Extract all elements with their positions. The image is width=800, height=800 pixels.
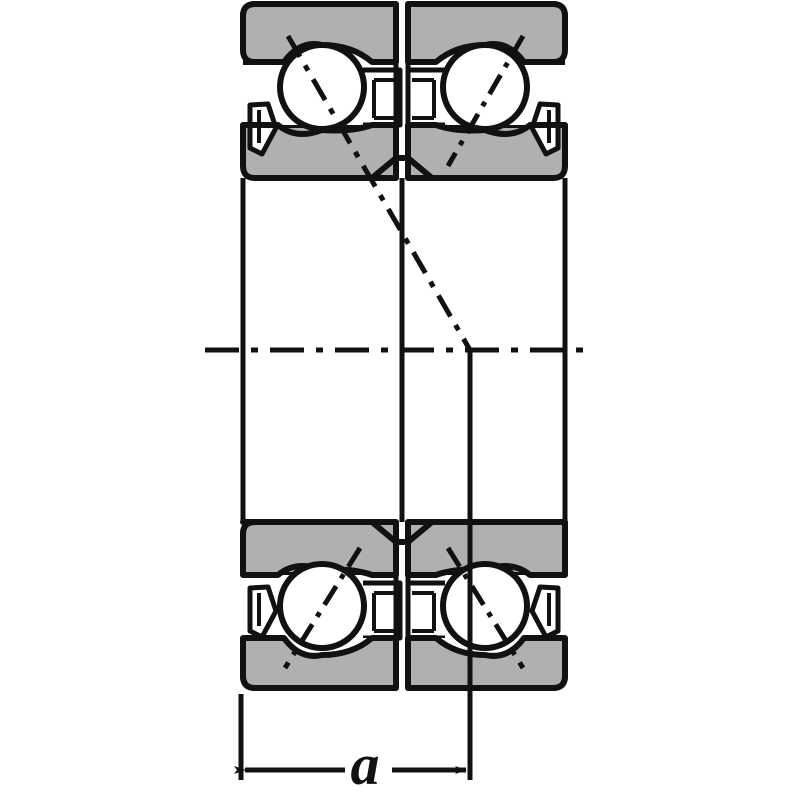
upper-inner-ring-notch: [370, 155, 434, 181]
upper-left-cage-outer: [247, 101, 279, 157]
upper-outer-left-edge: [240, 1, 396, 50]
upper-left-cage-inner-rib: [372, 78, 396, 120]
upper-inner-ring-left: [240, 122, 399, 181]
lower-right-cage-inner-rib: [412, 591, 436, 633]
upper-bearing-half: [240, 1, 568, 181]
lower-outer-right-edge: [408, 675, 568, 691]
lower-left-cage-outer: [247, 584, 279, 640]
upper-right-cage-outer: [529, 101, 561, 157]
upper-right-cage-inner: [405, 67, 445, 128]
upper-right-ball: [440, 42, 530, 132]
dimension-a-label: a: [351, 732, 380, 797]
lower-right-cage-outer: [529, 584, 561, 640]
lower-outer-left-edge: [240, 675, 396, 691]
lower-inner-left-edge: [240, 519, 396, 535]
upper-outer-right-edge: [408, 1, 568, 50]
dimension-a: a: [234, 694, 467, 797]
lower-left-ball: [277, 561, 367, 651]
lower-left-cage: [247, 584, 279, 640]
lower-bearing-half: [240, 519, 568, 691]
lower-right-cage-inner: [405, 580, 445, 641]
lower-right-ball: [440, 561, 530, 651]
upper-right-contact-angle-line: [445, 34, 526, 168]
lower-left-cage-inner-rib: [372, 591, 396, 633]
upper-inner-ring: [240, 122, 568, 181]
contact-angle-load-line: [285, 34, 473, 352]
upper-right-cage-inner-rib: [412, 78, 436, 120]
lower-right-cage: [529, 584, 561, 640]
lower-inner-ring-notch: [370, 519, 434, 545]
upper-left-ball: [277, 42, 367, 132]
